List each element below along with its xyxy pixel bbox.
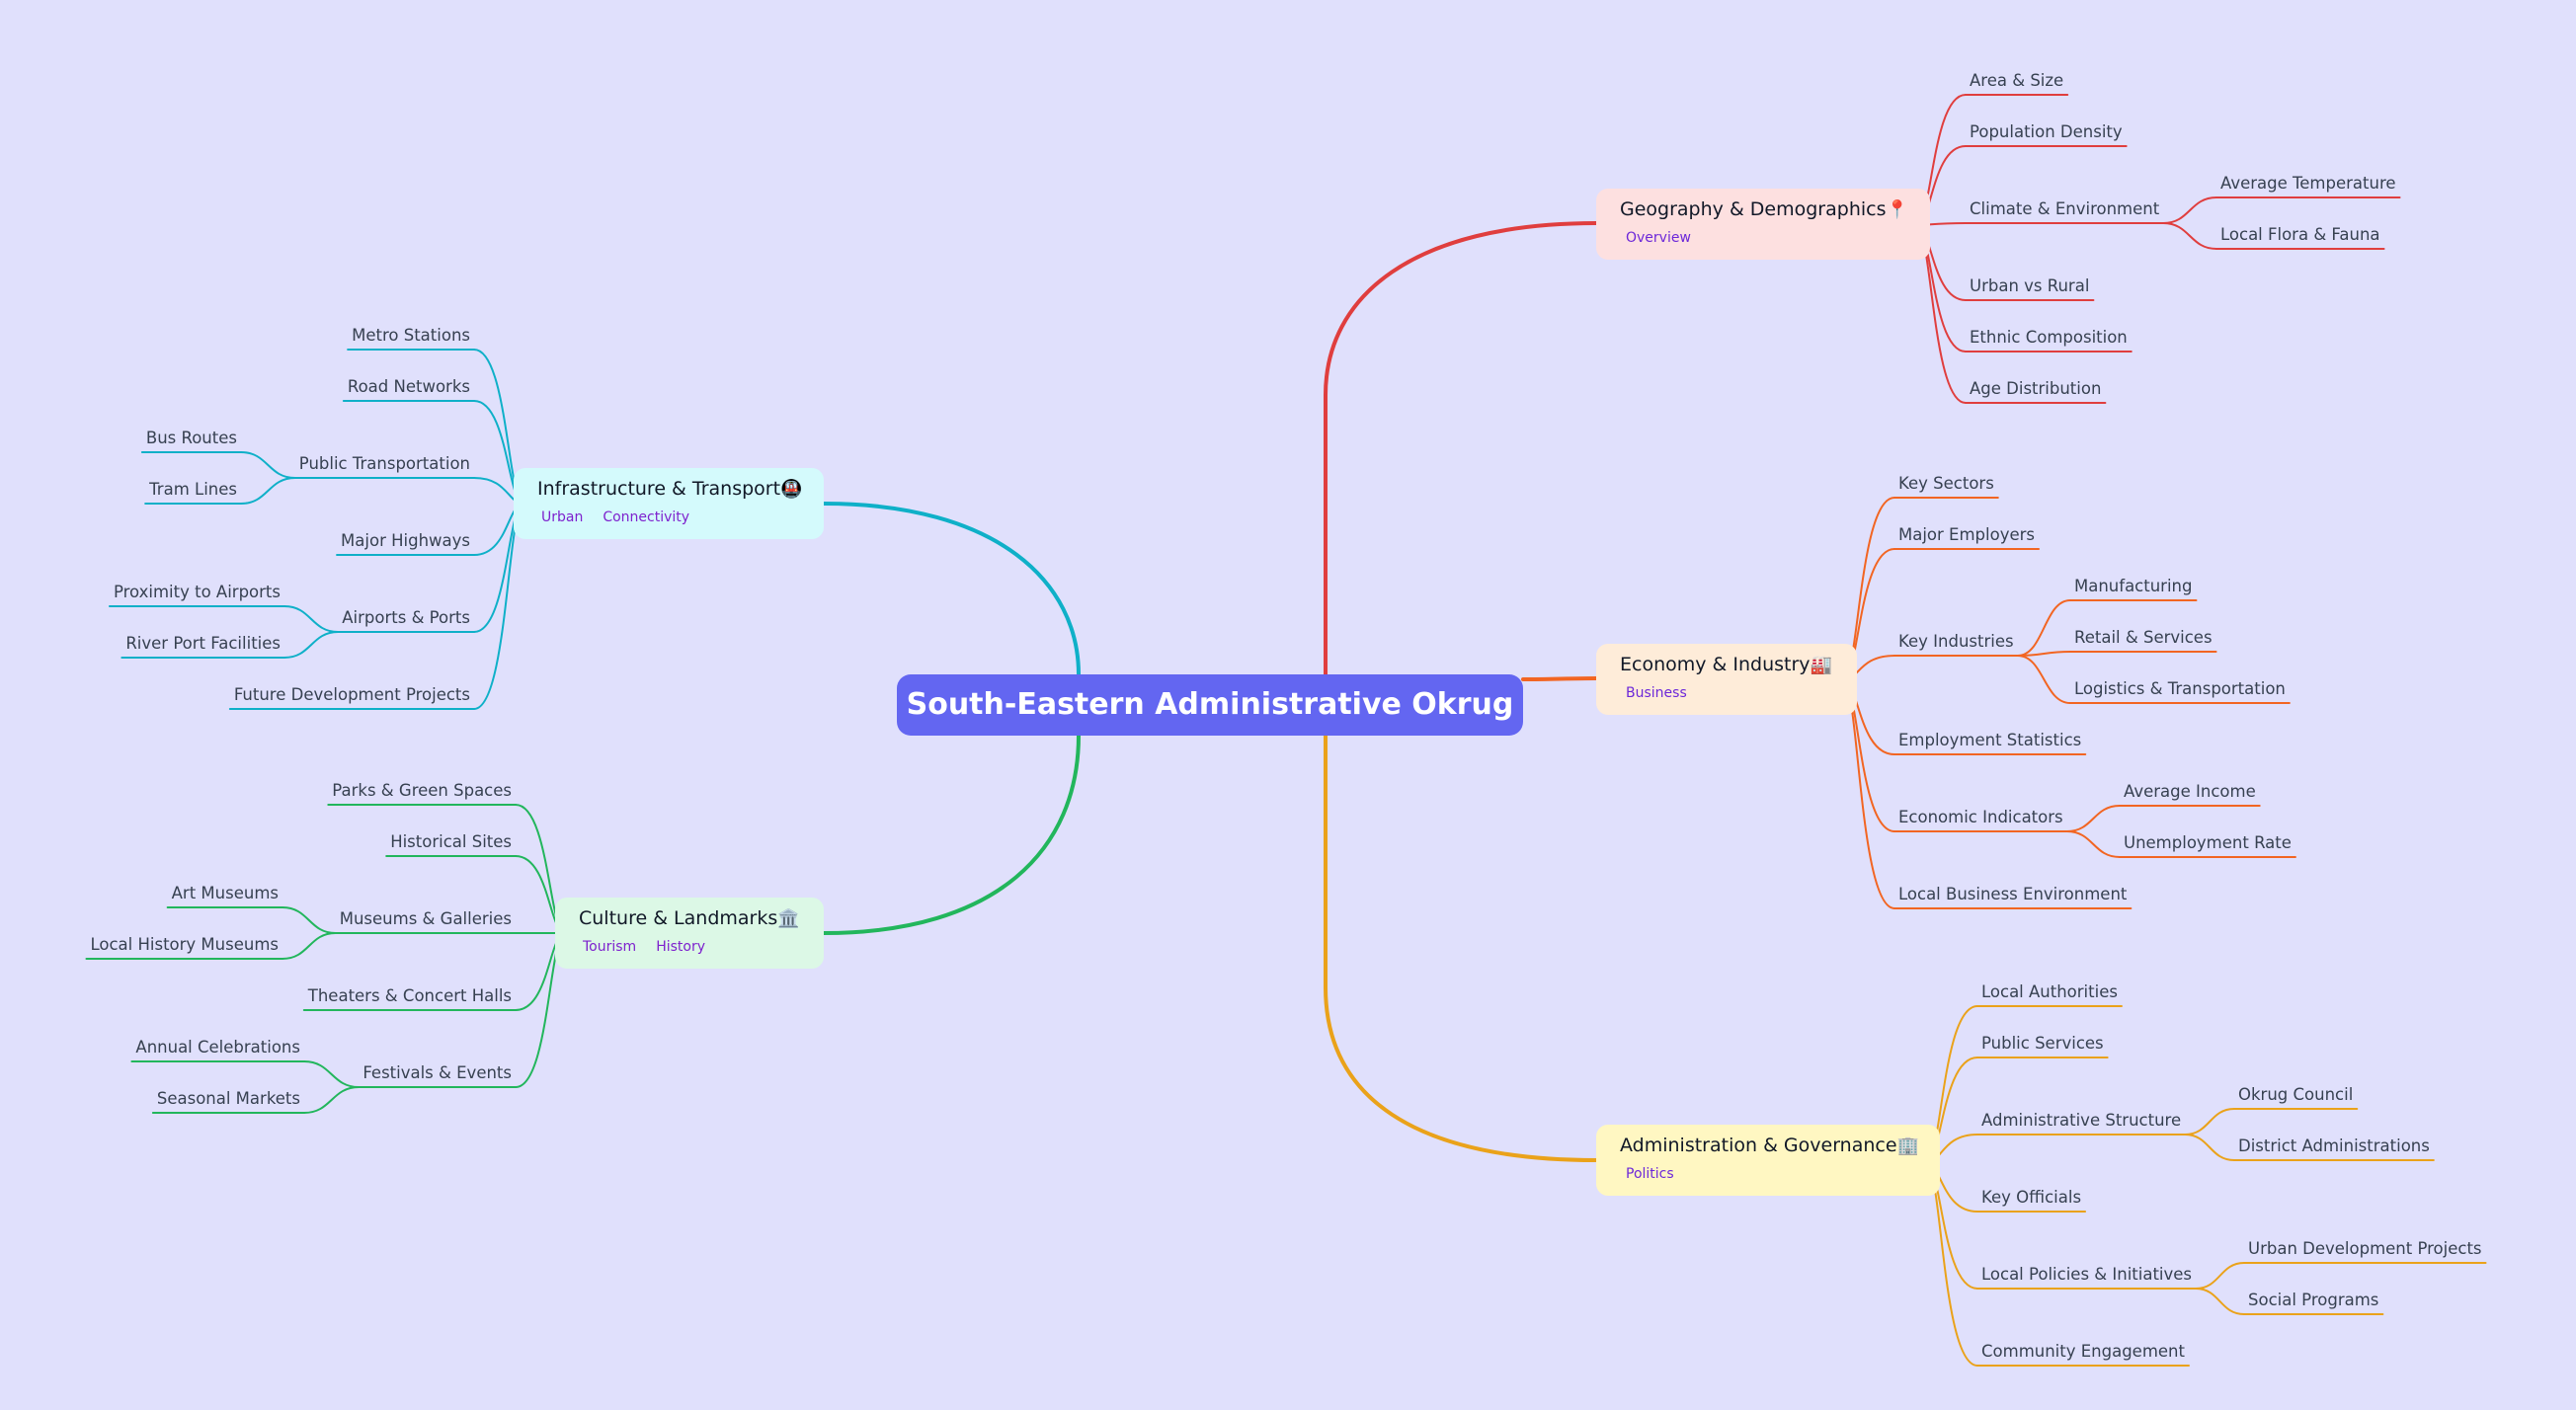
leaf-local-policies-and-initiatives[interactable]: Local Policies & Initiatives — [1981, 1265, 2193, 1284]
branch-title: Culture & Landmarks — [579, 907, 778, 929]
root-title: South-Eastern Administrative Okrug — [906, 687, 1514, 722]
leaf-manufacturing[interactable]: Manufacturing — [2074, 577, 2193, 595]
leaf-key-sectors[interactable]: Key Sectors — [1898, 474, 1994, 493]
pin-icon: 📍 — [1886, 199, 1908, 220]
leaf-airports-and-ports[interactable]: Airports & Ports — [342, 608, 470, 627]
leaf-district-administrations[interactable]: District Administrations — [2238, 1136, 2430, 1155]
connector-line — [282, 932, 337, 960]
factory-icon: 🏭 — [1810, 655, 1832, 675]
leaf-social-programs[interactable]: Social Programs — [2248, 1291, 2379, 1309]
tag-business: Business — [1626, 685, 1687, 701]
leaf-seasonal-markets[interactable]: Seasonal Markets — [156, 1089, 300, 1108]
leaf-key-industries[interactable]: Key Industries — [1898, 632, 2014, 651]
connector-line — [2195, 1262, 2245, 1290]
connector-line — [283, 631, 340, 659]
branch-culture-landmarks[interactable]: Culture & Landmarks🏛️ Tourism History — [555, 898, 824, 969]
connector-line — [2162, 222, 2217, 250]
leaf-local-flora-and-fauna[interactable]: Local Flora & Fauna — [2220, 225, 2380, 244]
tag-connectivity: Connectivity — [603, 509, 690, 525]
leaf-art-museums[interactable]: Art Museums — [171, 884, 279, 902]
classical-building-icon: 🏛️ — [777, 908, 800, 929]
tag-history: History — [656, 939, 706, 955]
leaf-proximity-to-airports[interactable]: Proximity to Airports — [113, 583, 281, 601]
leaf-urban-vs-rural[interactable]: Urban vs Rural — [1970, 276, 2090, 295]
tag-overview: Overview — [1626, 230, 1691, 246]
connector-line — [2195, 1288, 2245, 1315]
leaf-average-income[interactable]: Average Income — [2124, 782, 2256, 801]
branch-geography-demographics[interactable]: Geography & Demographics📍 Overview — [1596, 189, 1930, 260]
leaf-major-highways[interactable]: Major Highways — [341, 531, 470, 550]
leaf-historical-sites[interactable]: Historical Sites — [390, 832, 512, 851]
leaf-parks-and-green-spaces[interactable]: Parks & Green Spaces — [332, 781, 512, 800]
leaf-river-port-facilities[interactable]: River Port Facilities — [125, 634, 281, 653]
tag-urban: Urban — [541, 509, 584, 525]
leaf-festivals-and-events[interactable]: Festivals & Events — [362, 1063, 512, 1082]
connector-line — [2016, 599, 2071, 657]
leaf-logistics-and-transportation[interactable]: Logistics & Transportation — [2074, 679, 2286, 698]
connector-line — [822, 502, 1081, 676]
leaf-administrative-structure[interactable]: Administrative Structure — [1981, 1111, 2182, 1130]
leaf-road-networks[interactable]: Road Networks — [347, 377, 470, 396]
leaf-okrug-council[interactable]: Okrug Council — [2238, 1085, 2354, 1104]
leaf-urban-development-projects[interactable]: Urban Development Projects — [2248, 1239, 2482, 1258]
leaf-theaters-and-concert-halls[interactable]: Theaters & Concert Halls — [307, 986, 512, 1005]
tag-tourism: Tourism — [583, 939, 637, 955]
leaf-retail-and-services[interactable]: Retail & Services — [2074, 628, 2213, 647]
branch-administration-governance[interactable]: Administration & Governance🏢 Politics — [1596, 1125, 1940, 1196]
connector-line — [2162, 196, 2217, 224]
leaf-metro-stations[interactable]: Metro Stations — [352, 326, 470, 345]
connector-line — [2184, 1108, 2235, 1136]
connector-line — [2065, 805, 2121, 832]
connector-line — [2016, 655, 2071, 704]
connector-line — [282, 906, 337, 934]
connector-line — [303, 1060, 361, 1088]
leaf-museums-and-galleries[interactable]: Museums & Galleries — [339, 909, 512, 928]
leaf-tram-lines[interactable]: Tram Lines — [149, 480, 237, 499]
connector-line — [1324, 734, 1598, 1162]
leaf-local-history-museums[interactable]: Local History Museums — [90, 935, 279, 954]
leaf-age-distribution[interactable]: Age Distribution — [1970, 379, 2102, 398]
leaf-bus-routes[interactable]: Bus Routes — [145, 429, 237, 447]
connector-line — [2065, 830, 2121, 858]
connector-line — [303, 1086, 361, 1114]
leaf-area-and-size[interactable]: Area & Size — [1970, 71, 2064, 90]
connector-line — [283, 605, 340, 633]
leaf-average-temperature[interactable]: Average Temperature — [2220, 174, 2396, 193]
leaf-future-development-projects[interactable]: Future Development Projects — [233, 685, 470, 704]
leaf-public-services[interactable]: Public Services — [1981, 1034, 2104, 1053]
leaf-unemployment-rate[interactable]: Unemployment Rate — [2124, 833, 2292, 852]
connector-line — [240, 477, 296, 505]
leaf-local-business-environment[interactable]: Local Business Environment — [1898, 885, 2128, 903]
leaf-ethnic-composition[interactable]: Ethnic Composition — [1970, 328, 2128, 347]
branch-economy-industry[interactable]: Economy & Industry🏭 Business — [1596, 644, 1857, 715]
tag-politics: Politics — [1626, 1166, 1674, 1182]
leaf-economic-indicators[interactable]: Economic Indicators — [1898, 808, 2063, 826]
connector-line — [240, 451, 296, 479]
branch-title: Economy & Industry — [1620, 654, 1811, 675]
leaf-local-authorities[interactable]: Local Authorities — [1981, 982, 2118, 1001]
connector-line — [2184, 1134, 2235, 1161]
connector-line — [822, 734, 1081, 935]
branch-title: Infrastructure & Transport — [537, 478, 781, 500]
leaf-employment-statistics[interactable]: Employment Statistics — [1898, 731, 2082, 749]
leaf-climate-and-environment[interactable]: Climate & Environment — [1970, 199, 2160, 218]
leaf-public-transportation[interactable]: Public Transportation — [298, 454, 470, 473]
office-building-icon: 🏢 — [1896, 1136, 1919, 1156]
connector-line — [1324, 221, 1598, 676]
branch-infrastructure-transport[interactable]: Infrastructure & Transport🚇 Urban Connect… — [514, 468, 824, 539]
branch-title: Administration & Governance — [1620, 1135, 1897, 1156]
leaf-major-employers[interactable]: Major Employers — [1898, 525, 2036, 544]
leaf-population-density[interactable]: Population Density — [1970, 122, 2123, 141]
root-node[interactable]: South-Eastern Administrative Okrug — [897, 674, 1523, 736]
leaf-community-engagement[interactable]: Community Engagement — [1981, 1342, 2185, 1361]
branch-title: Geography & Demographics — [1620, 198, 1887, 220]
connector-line — [1521, 676, 1598, 681]
metro-icon: 🚇 — [780, 479, 803, 500]
leaf-annual-celebrations[interactable]: Annual Celebrations — [135, 1038, 300, 1057]
leaf-key-officials[interactable]: Key Officials — [1981, 1188, 2082, 1207]
